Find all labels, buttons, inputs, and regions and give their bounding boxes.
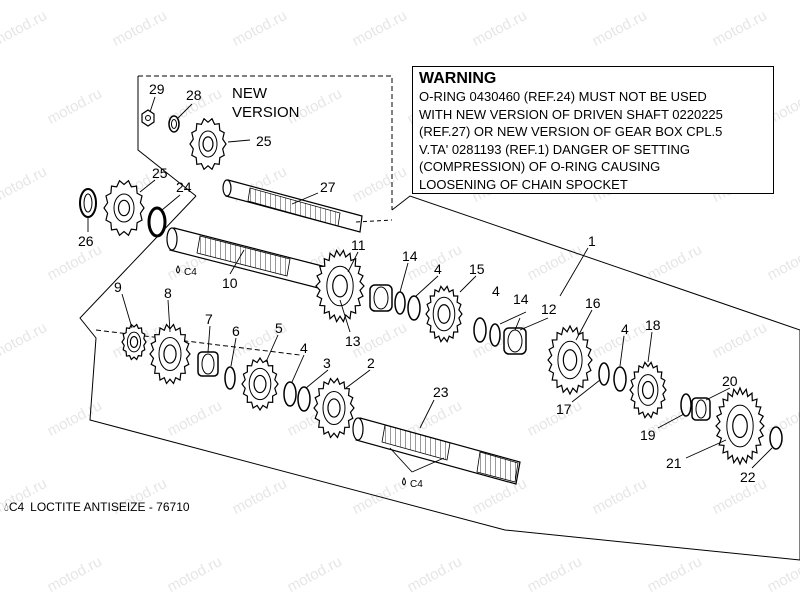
callout-19: 19	[640, 427, 656, 443]
ring-4-right	[613, 366, 627, 392]
nut-29	[141, 109, 155, 127]
callout-22: 22	[740, 469, 756, 485]
ring-3	[297, 386, 311, 412]
callout-28: 28	[186, 87, 202, 103]
callout-4-right: 4	[621, 321, 629, 337]
callout-8: 8	[164, 285, 172, 301]
gear-5	[241, 356, 279, 412]
callout-21: 21	[666, 455, 682, 471]
o-ring-24	[147, 206, 167, 238]
gear-21	[715, 386, 765, 466]
callout-29: 29	[149, 81, 165, 97]
ring-26	[79, 188, 97, 218]
callout-13: 13	[345, 333, 361, 349]
callout-5: 5	[275, 320, 283, 336]
warning-line: V.TA' 0281193 (REF.1) DANGER OF SETTING	[419, 141, 690, 157]
callout-6: 6	[232, 323, 240, 339]
gear-15	[425, 285, 463, 343]
warning-line: WITH NEW VERSION OF DRIVEN SHAFT 0220225	[419, 106, 723, 122]
droplet-icon	[176, 265, 180, 274]
callout-11: 11	[351, 237, 366, 253]
warning-line: (REF.27) OR NEW VERSION OF GEAR BOX CPL.…	[419, 124, 723, 139]
assembly-outline	[79, 75, 800, 561]
loctite-label: C4	[410, 479, 423, 490]
sprocket-25-new	[189, 117, 227, 171]
warning-line: O-RING 0430460 (REF.24) MUST NOT BE USED	[419, 89, 707, 104]
driven-shaft-27	[222, 179, 393, 233]
new-version-line2: VERSION	[232, 104, 300, 121]
loctite-mark-shaft-23: C4	[402, 477, 423, 490]
loctite-legend-text: LOCTITE ANTISEIZE - 76710	[30, 500, 190, 514]
callout-25: 25	[152, 165, 168, 181]
loctite-mark-shaft-10: C4	[176, 265, 197, 278]
callout-24: 24	[176, 179, 192, 195]
callout-15: 15	[469, 261, 485, 277]
legend: 💧︎C4 LOCTITE ANTISEIZE - 76710	[4, 500, 190, 515]
callout-9: 9	[114, 279, 122, 295]
callout-23: 23	[433, 384, 449, 400]
callout-20: 20	[722, 373, 738, 389]
droplet-icon	[402, 477, 406, 486]
ring-19	[680, 393, 692, 417]
gear-13	[315, 249, 365, 323]
ring-14-mid	[489, 323, 501, 347]
callout-3: 3	[323, 355, 331, 371]
warning-box: WARNING O-RING 0430460 (REF.24) MUST NOT…	[412, 66, 774, 194]
callout-2: 2	[367, 355, 375, 371]
main-shaft-23	[352, 417, 521, 485]
gear-16	[547, 324, 593, 396]
callout-4-lower: 4	[300, 340, 308, 356]
driven-shaft-10	[166, 227, 331, 291]
callout-numbers: 29 28 25 27 25 24 26 11 14 4 15 1 10 9 8…	[78, 81, 756, 485]
leader-lines	[87, 96, 773, 473]
bearing-12	[503, 327, 527, 355]
ring-14-upper	[394, 291, 406, 315]
loctite-legend-symbol: 💧︎C4	[4, 500, 25, 514]
bushing-20	[691, 397, 711, 421]
loctite-label: C4	[184, 267, 197, 278]
callout-4-mid: 4	[492, 283, 500, 299]
ring-4-upper	[407, 295, 421, 321]
bearing-11	[369, 284, 393, 312]
ring-6	[224, 366, 236, 390]
ring-4-mid	[473, 317, 487, 343]
callout-14-upper: 14	[402, 248, 418, 264]
callout-10: 10	[222, 275, 238, 291]
gear-18	[629, 361, 667, 419]
callout-12: 12	[541, 301, 557, 317]
ring-22	[769, 426, 783, 450]
callout-26: 26	[78, 233, 94, 249]
callout-7: 7	[205, 311, 213, 327]
callout-17: 17	[556, 401, 572, 417]
new-version-line1: NEW	[232, 85, 267, 102]
sprocket-25	[103, 179, 145, 237]
callout-27: 27	[320, 179, 336, 195]
washer-28	[168, 115, 180, 133]
new-version-label: NEW VERSION	[232, 84, 300, 122]
ring-4-lower	[283, 381, 297, 407]
callout-14-mid: 14	[513, 291, 529, 307]
warning-line: LOOSENING OF CHAIN SPOCKET	[419, 176, 628, 192]
warning-title: WARNING	[419, 70, 497, 87]
callout-16: 16	[585, 295, 601, 311]
gear-2	[313, 377, 355, 439]
warning-line: (COMPRESSION) OF O-RING CAUSING	[419, 159, 661, 174]
callout-25-new: 25	[256, 133, 272, 149]
callout-1: 1	[588, 233, 596, 249]
callout-18: 18	[645, 317, 661, 333]
gear-9	[121, 323, 147, 361]
ring-17	[598, 362, 610, 386]
bushing-7	[197, 351, 219, 377]
callout-4-upper: 4	[434, 261, 442, 277]
gear-8	[149, 323, 191, 385]
